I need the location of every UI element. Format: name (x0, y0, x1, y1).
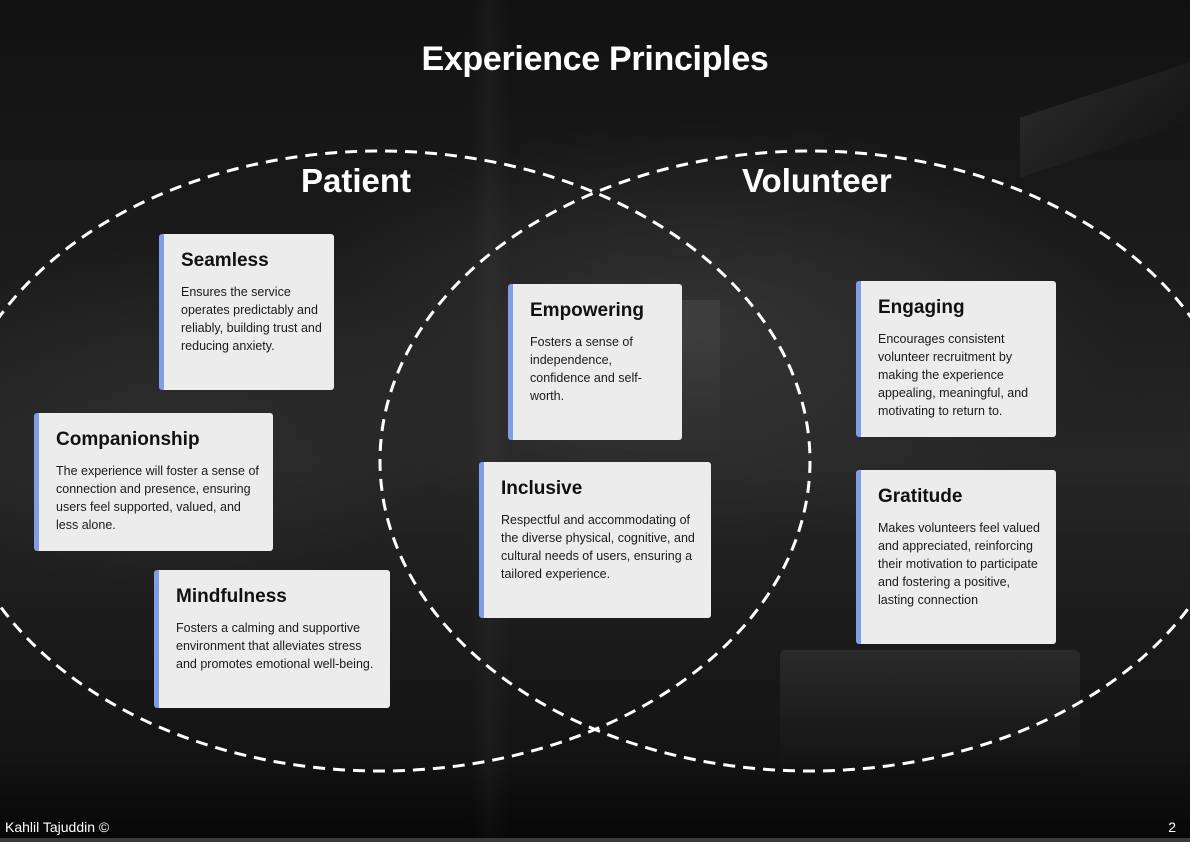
card-description: Fosters a calming and supportive environ… (176, 621, 374, 671)
footer-author: Kahlil Tajuddin © (5, 819, 110, 835)
volunteer-set-label: Volunteer (742, 162, 892, 199)
card-seamless: Seamless Ensures the service operates pr… (159, 234, 334, 390)
card-companionship: Companionship The experience will foster… (34, 413, 273, 551)
card-empowering: Empowering Fosters a sense of independen… (508, 284, 682, 440)
background-bed (780, 650, 1080, 770)
card-description: Respectful and accommodating of the dive… (501, 513, 695, 581)
card-title: Inclusive (501, 478, 583, 499)
background-curtain (470, 0, 510, 842)
card-title: Seamless (181, 250, 269, 271)
patient-set-ellipse (0, 149, 812, 773)
card-engaging: Engaging Encourages consistent volunteer… (856, 281, 1056, 437)
bottom-strip (0, 838, 1190, 842)
patient-set-label: Patient (301, 162, 412, 199)
page-number: 2 (1168, 819, 1176, 835)
background-floor (0, 760, 1190, 842)
card-title: Empowering (530, 300, 645, 321)
card-title: Engaging (878, 297, 965, 318)
card-gratitude: Gratitude Makes volunteers feel valued a… (856, 470, 1056, 644)
card-inclusive: Inclusive Respectful and accommodating o… (479, 462, 711, 618)
page-title: Experience Principles (421, 40, 769, 78)
card-title: Gratitude (878, 486, 963, 507)
card-description: The experience will foster a sense of co… (56, 464, 259, 532)
card-mindfulness: Mindfulness Fosters a calming and suppor… (154, 570, 390, 708)
card-title: Mindfulness (176, 586, 287, 607)
card-description: Encourages consistent volunteer recruitm… (878, 332, 1029, 418)
card-description: Ensures the service operates predictably… (181, 285, 322, 353)
card-title: Companionship (56, 429, 200, 450)
card-description: Makes volunteers feel valued and appreci… (878, 521, 1040, 607)
volunteer-set-ellipse (378, 149, 1190, 773)
card-description: Fosters a sense of independence, confide… (530, 335, 642, 403)
